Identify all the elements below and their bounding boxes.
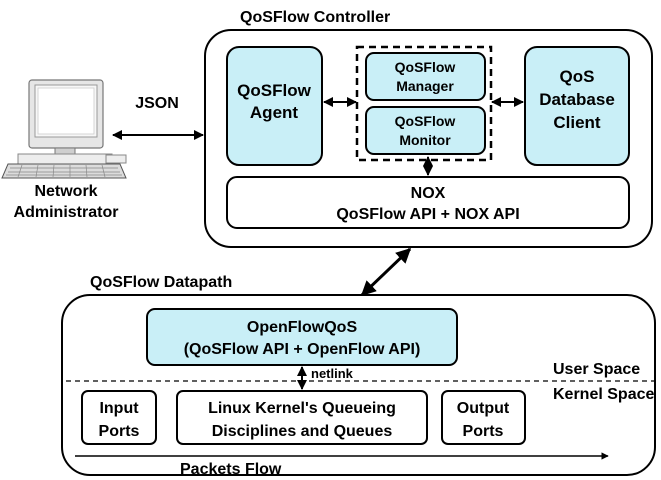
qosflow-agent-box: [226, 46, 323, 166]
monitor-label-line1: QoSFlow: [395, 113, 456, 129]
controller-title: QoSFlow Controller: [240, 9, 390, 26]
nox-label-line2: QoSFlow API + NOX API: [336, 206, 519, 223]
packets-flow-label: Packets Flow: [180, 461, 282, 478]
queueing-label-line2: Disciplines and Queues: [212, 423, 393, 440]
input-ports-label-line2: Ports: [99, 423, 140, 440]
nox-box: [226, 176, 630, 229]
input-ports-box: [81, 390, 157, 445]
db-client-label-line1: QoS: [560, 67, 595, 86]
openflowqos-box: [146, 308, 458, 366]
manager-label-line2: Manager: [396, 78, 454, 94]
input-ports-label-line1: Input: [99, 400, 139, 417]
output-ports-label-line1: Output: [457, 400, 510, 417]
datapath-title: QoSFlow Datapath: [90, 274, 232, 291]
queueing-box: [176, 390, 428, 445]
controller-datapath-arrow: [360, 247, 412, 297]
agent-label-line1: QoSFlow: [237, 81, 311, 100]
agent-label-line2: Agent: [250, 103, 299, 122]
computer-workstation-icon: [1, 79, 127, 179]
output-ports-label-line2: Ports: [463, 423, 504, 440]
json-label: JSON: [135, 95, 179, 112]
db-client-label-line2: Database: [539, 90, 615, 109]
nox-label-line1: NOX: [411, 185, 446, 202]
manager-label-line1: QoSFlow: [395, 59, 456, 75]
qosflow-manager-box: [365, 52, 486, 101]
openflowqos-label-line2: (QoSFlow API + OpenFlow API): [184, 341, 421, 358]
qos-database-client-box: [524, 46, 630, 166]
user-space-label: User Space: [553, 361, 640, 378]
admin-label-line1: Network: [34, 183, 97, 200]
output-ports-box: [441, 390, 526, 445]
db-client-label-line3: Client: [553, 113, 601, 132]
netlink-label: netlink: [311, 366, 354, 381]
openflowqos-label-line1: OpenFlowQoS: [247, 319, 358, 336]
monitor-label-line2: Monitor: [399, 132, 451, 148]
kernel-space-label: Kernel Space: [553, 386, 654, 403]
qosflow-monitor-box: [365, 106, 486, 155]
admin-label-line2: Administrator: [14, 204, 119, 221]
queueing-label-line1: Linux Kernel's Queueing: [208, 400, 396, 417]
